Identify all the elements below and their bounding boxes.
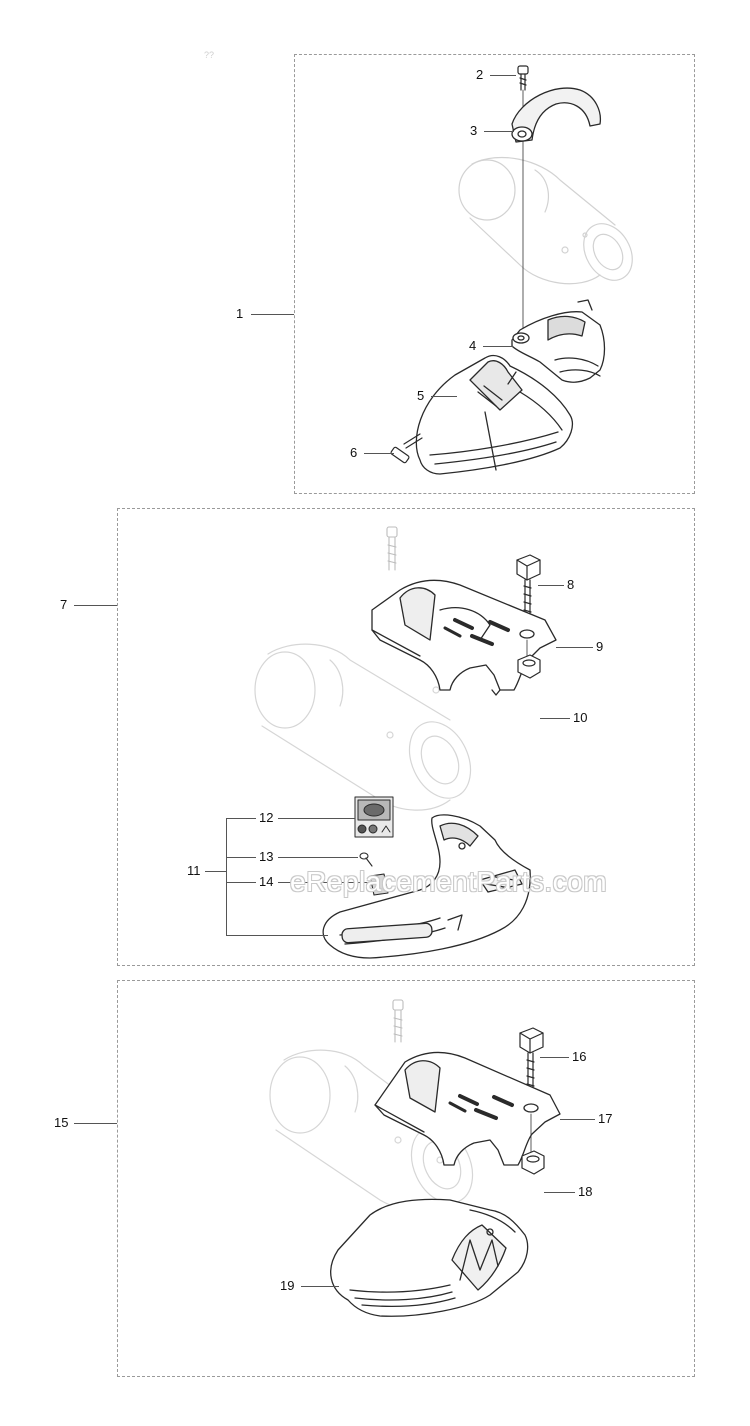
callout-9: 9: [596, 639, 604, 654]
leader-16: [540, 1057, 569, 1058]
callout-6: 6: [350, 445, 358, 460]
screw-part-2: [517, 65, 529, 91]
leader-2: [490, 75, 516, 76]
screw-part-13: [359, 852, 373, 867]
callout-11: 11: [187, 863, 201, 878]
guard-part-5: [415, 354, 574, 475]
group-frame-1: [294, 54, 695, 494]
callout-10: 10: [573, 710, 588, 725]
callout-12: 12: [259, 810, 274, 825]
leader-1: [251, 314, 294, 315]
leader-14: [226, 882, 256, 883]
leader-10: [540, 718, 570, 719]
ghost-screw-7: [386, 526, 398, 571]
callout-5: 5: [417, 388, 425, 403]
leader-4: [483, 346, 513, 347]
leader-13: [226, 857, 256, 858]
callout-17: 17: [598, 1111, 613, 1126]
corner-mark: ??: [204, 50, 215, 60]
guard-part-11: [322, 814, 531, 959]
leader-17: [560, 1119, 595, 1120]
group-frame-15: [117, 980, 695, 1377]
callout-4: 4: [469, 338, 477, 353]
callout-2: 2: [476, 67, 484, 82]
leader-14b: [278, 882, 368, 883]
nut-part-18: [521, 1150, 545, 1175]
bracket-11: [226, 818, 227, 935]
ghost-screw-15: [392, 999, 404, 1043]
nut-part-10: [517, 654, 541, 679]
ghost-tube-housing-1: [458, 156, 633, 285]
callout-18: 18: [578, 1184, 593, 1199]
clamp-part-3: [511, 87, 602, 143]
bolt-part-6: [390, 433, 423, 464]
callout-8: 8: [567, 577, 575, 592]
leader-6: [364, 453, 394, 454]
leader-18: [544, 1192, 575, 1193]
leader-3: [484, 131, 514, 132]
bracket-part-4: [511, 299, 606, 383]
watermark-text: eReplacementParts.com: [290, 866, 608, 897]
leader-12: [226, 818, 256, 819]
plate-part-14: [369, 873, 389, 896]
group-frame-7: [117, 508, 695, 966]
leader-19: [301, 1286, 339, 1287]
leader-9: [556, 647, 593, 648]
callout-1: 1: [236, 306, 244, 321]
leader-13b: [278, 857, 358, 858]
bracket-part-17: [374, 1051, 561, 1166]
leader-12b: [278, 818, 355, 819]
leader-5: [431, 396, 457, 397]
label-part-12: [354, 796, 394, 838]
screw-part-16: [519, 1027, 544, 1106]
leader-11: [205, 871, 226, 872]
callout-15: 15: [54, 1115, 69, 1130]
callout-3: 3: [470, 123, 478, 138]
callout-13: 13: [259, 849, 274, 864]
leader-7: [74, 605, 117, 606]
guard-part-19: [330, 1198, 529, 1317]
leader-8: [538, 585, 564, 586]
callout-14: 14: [259, 874, 274, 889]
bracket-part-9: [371, 579, 557, 696]
leader-15: [74, 1123, 117, 1124]
leader-11b: [226, 935, 328, 936]
callout-7: 7: [60, 597, 68, 612]
callout-16: 16: [572, 1049, 587, 1064]
callout-19: 19: [280, 1278, 295, 1293]
